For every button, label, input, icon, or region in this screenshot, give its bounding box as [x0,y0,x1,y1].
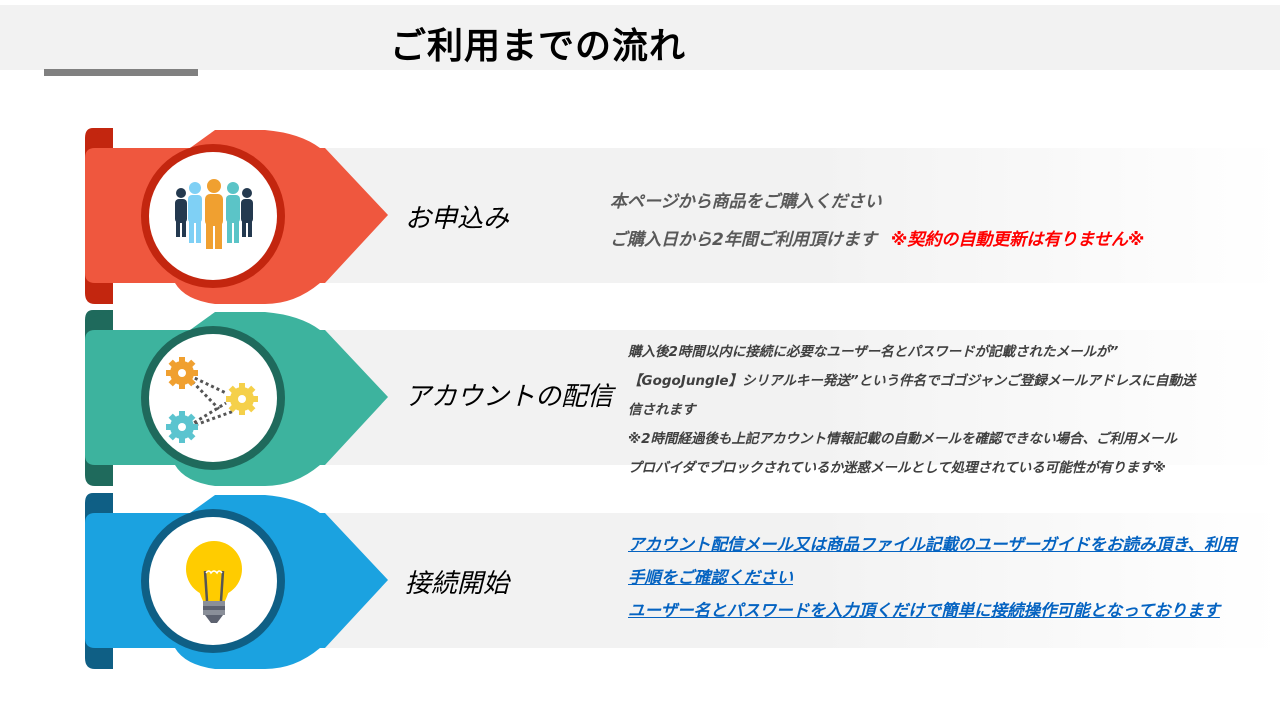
icon-circle [145,150,283,288]
description-line: ※2時間経過後も上記アカウント情報記載の自動メールを確認できない場合、ご利用メー… [628,431,1178,447]
lightbulb-icon [186,541,242,623]
description-line: 本ページから商品をご購入ください [610,192,882,212]
step-description: 購入後2時間以内に接続に必要なユーザー名とパスワードが記載されたメールが” 【G… [628,338,1195,483]
step-connection-start: 接続開始 アカウント配信メール又は商品ファイル記載のユーザーガイドをお読み頂き、… [0,493,1280,673]
ribbon-shape [85,493,388,669]
step-description: アカウント配信メール又は商品ファイル記載のユーザーガイドをお読み頂き、利用 手順… [628,528,1237,627]
description-line: 信されます [628,402,696,418]
description-text: ご購入日から2年間ご利用頂けます [610,230,877,250]
description-line: ご購入日から2年間ご利用頂けます ※契約の自動更新は有りません※ [610,221,1144,259]
step-description: 本ページから商品をご購入ください ご購入日から2年間ご利用頂けます ※契約の自動更… [610,183,1144,259]
step-application: お申込み 本ページから商品をご購入ください ご購入日から2年間ご利用頂けます ※契… [0,128,1280,308]
gears-network-icon [166,357,258,443]
description-line: プロバイダでブロックされているか迷惑メールとして処理されている可能性が有ります※ [628,460,1166,476]
step-label: お申込み [405,204,510,234]
user-guide-link[interactable]: アカウント配信メール又は商品ファイル記載のユーザーガイドをお読み頂き、利用 [628,535,1238,554]
description-line: 【GogoJungle】シリアルキー発送”という件名でゴゴジャンご登録メールアド… [628,373,1196,389]
user-guide-link[interactable]: 手順をご確認ください [628,568,793,587]
step-label: 接続開始 [405,569,510,599]
login-instructions-link[interactable]: ユーザー名とパスワードを入力頂くだけで簡単に接続操作可能となっております [628,601,1220,620]
title-bar: ご利用までの流れ [0,5,1280,70]
step-account-delivery: アカウントの配信 購入後2時間以内に接続に必要なユーザー名とパスワードが記載され… [0,310,1280,490]
title-underline [44,69,198,76]
people-group-icon [175,179,253,249]
icon-circle [145,515,283,653]
description-line: 購入後2時間以内に接続に必要なユーザー名とパスワードが記載されたメールが” [628,344,1119,360]
page-title: ご利用までの流れ [390,26,687,67]
step-label: アカウントの配信 [405,382,614,412]
no-auto-renewal-note: ※契約の自動更新は有りません※ [890,230,1145,250]
icon-circle [145,332,283,470]
